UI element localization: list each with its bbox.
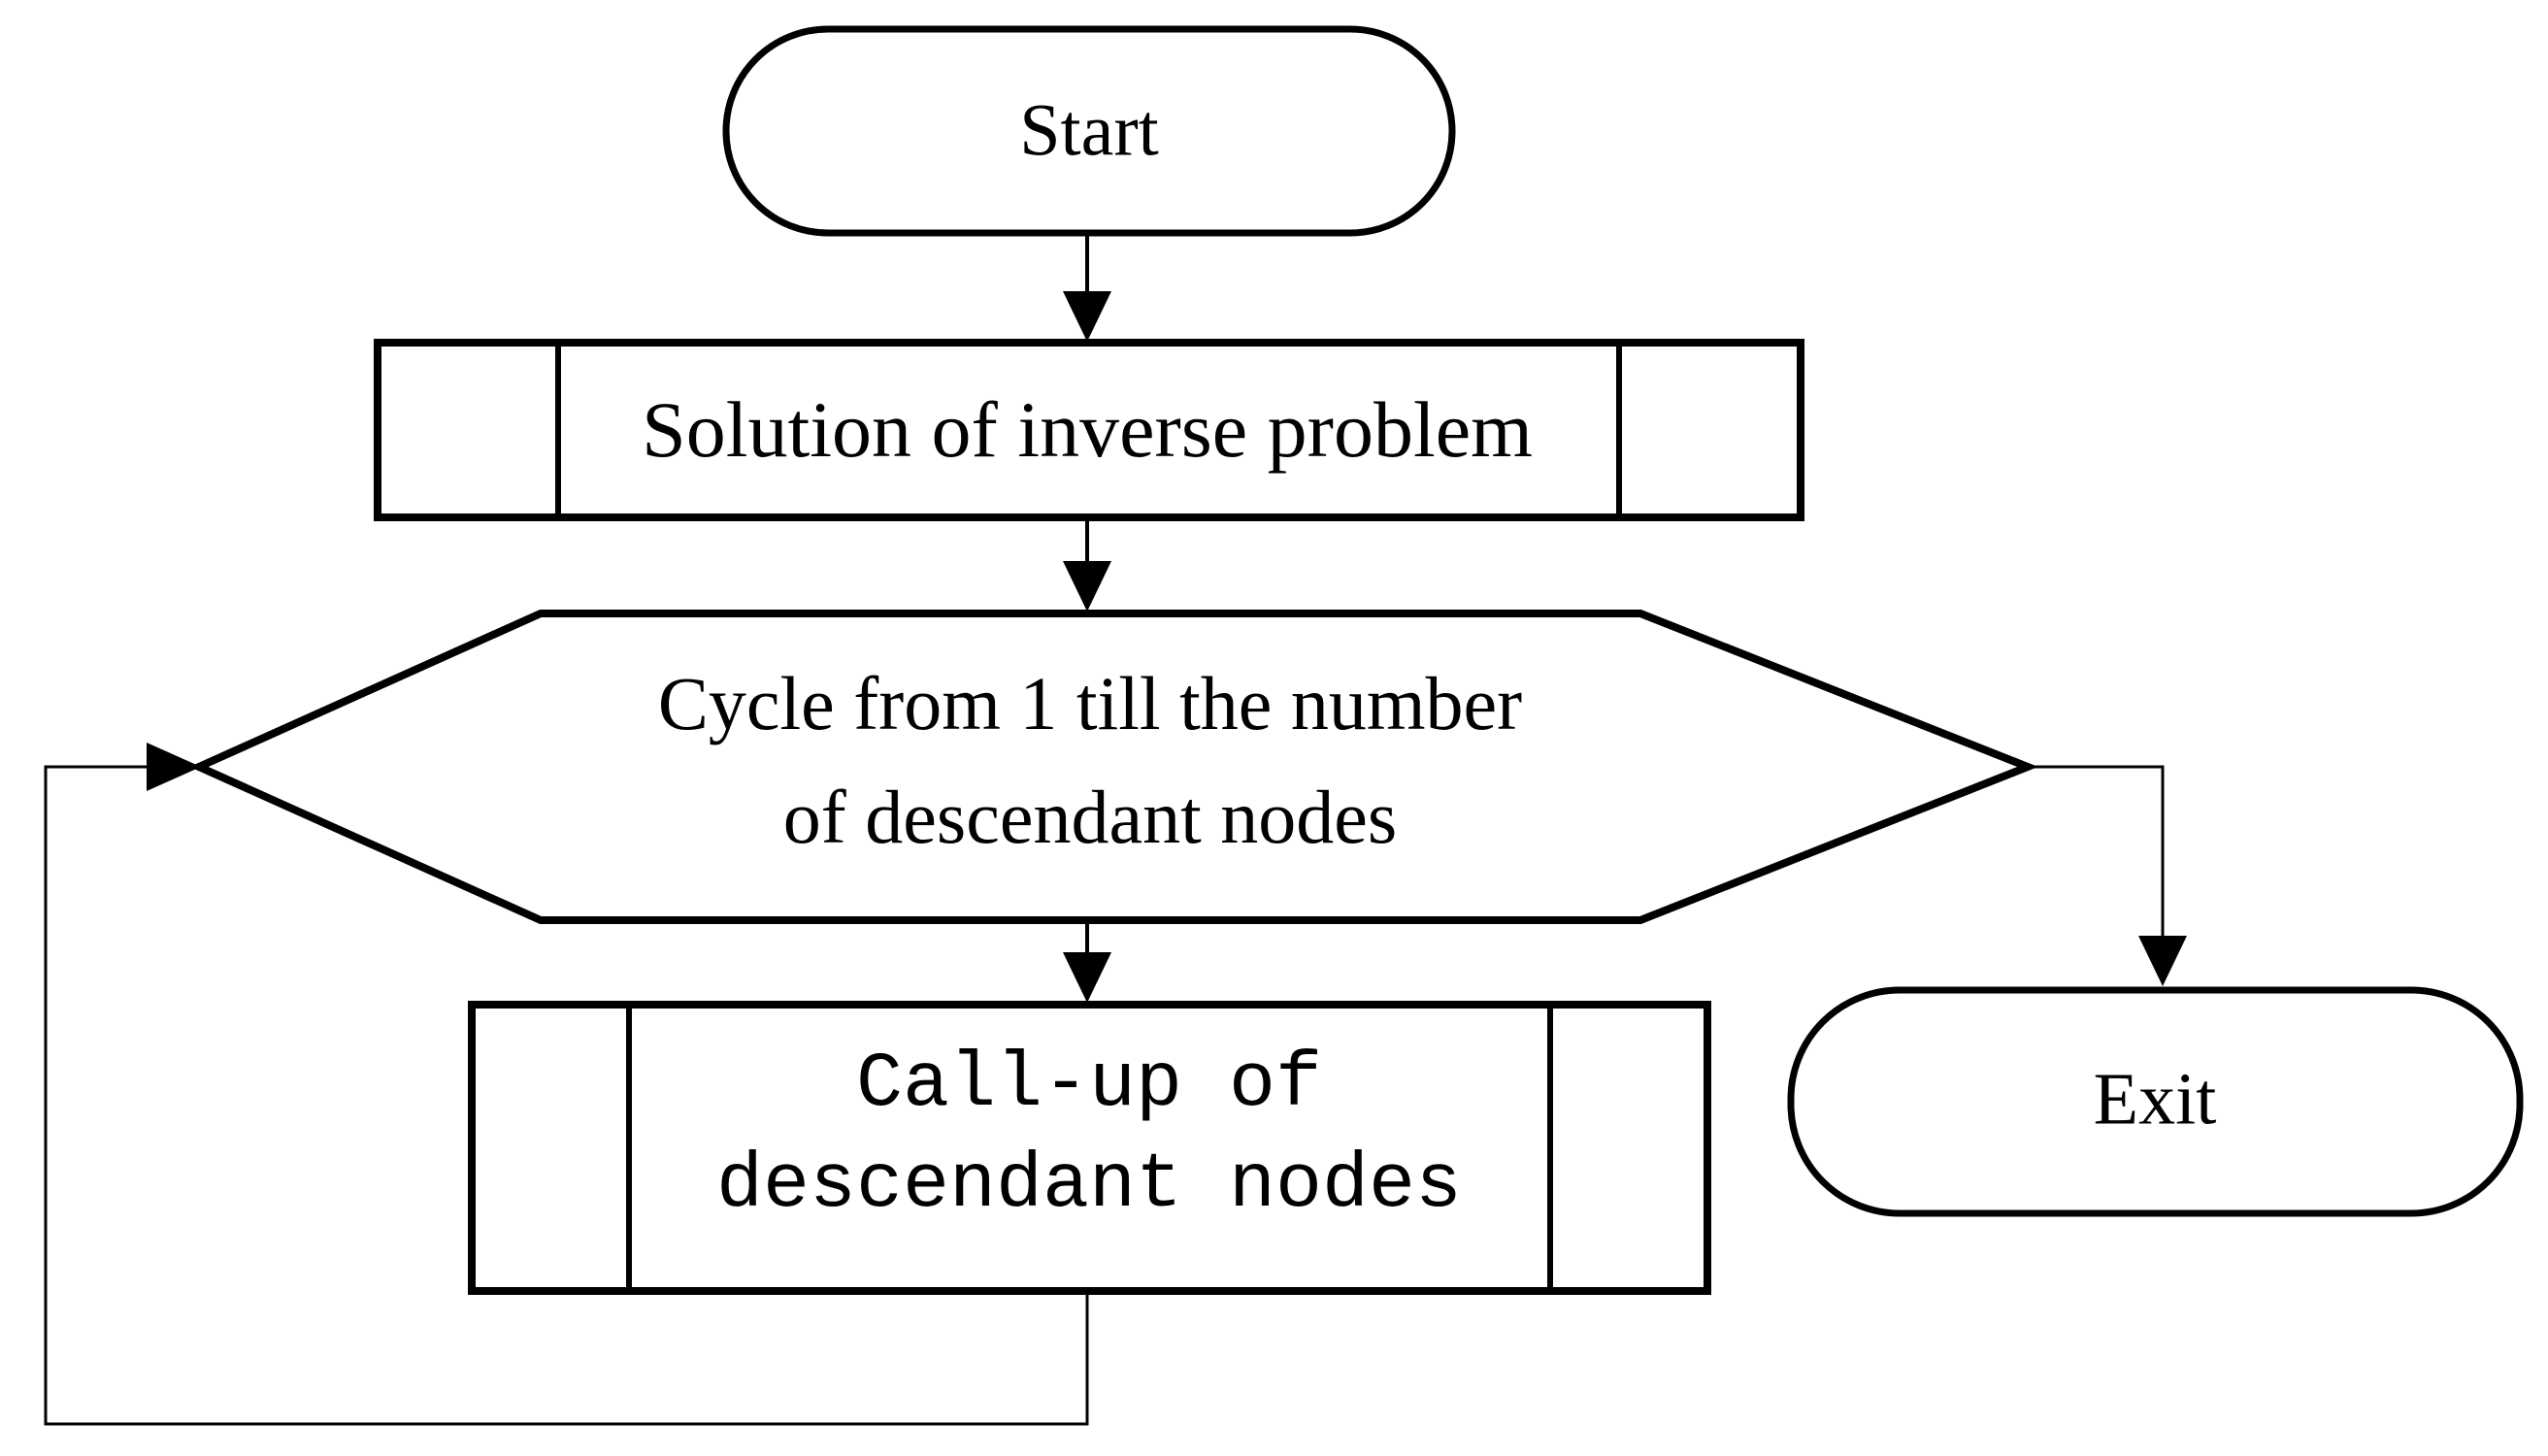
solution-label: Solution of inverse problem	[642, 385, 1533, 474]
arrowhead-cycle-to-exit	[2138, 936, 2187, 986]
callup-label-line1: Call-up of	[855, 1041, 1323, 1129]
start-label: Start	[1019, 89, 1159, 172]
connector-cycle-to-exit	[2028, 765, 2165, 940]
arrowhead-start-to-solution	[1063, 291, 1111, 342]
exit-label: Exit	[2093, 1058, 2217, 1141]
connector-callup-loopback	[44, 765, 1089, 1426]
cycle-label-line1: Cycle from 1 till the number	[657, 661, 1523, 745]
arrowhead-cycle-to-callup	[1063, 952, 1111, 1003]
arrowhead-loopback	[147, 743, 201, 791]
callup-label-line2: descendant nodes	[715, 1142, 1463, 1230]
arrowhead-solution-to-cycle	[1063, 561, 1111, 612]
callup-process-shape	[468, 1001, 1711, 1295]
cycle-hexagon-shape	[189, 610, 2038, 924]
cycle-label-line2: of descendant nodes	[782, 775, 1398, 859]
callup-label: Call-up of descendant nodes	[716, 1035, 1462, 1237]
exit-terminator-shape	[1787, 986, 2524, 1217]
start-terminator-shape	[722, 25, 1456, 237]
solution-process-shape	[374, 339, 1804, 521]
cycle-label: Cycle from 1 till the number of descenda…	[658, 646, 1522, 874]
